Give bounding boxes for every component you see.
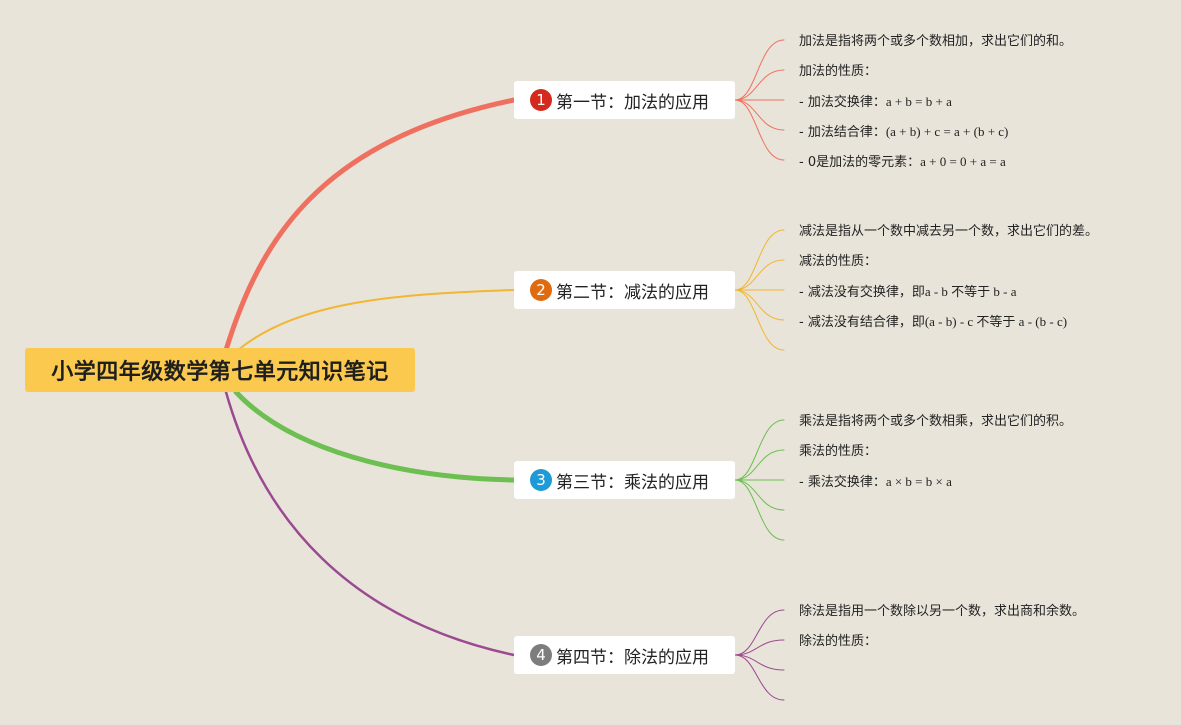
formula-text: a × b = b × a <box>885 474 952 489</box>
formula-text: a + 0 = 0 + a = a <box>920 154 1006 169</box>
section-1-node[interactable]: 1 第一节：加法的应用 <box>514 81 735 119</box>
section-3-note-1[interactable]: 乘法是指将两个或多个数相乘，求出它们的积。 <box>799 414 1073 429</box>
twig-line-4-2 <box>734 639 785 656</box>
formula-text: a - b 不等于 b - a <box>924 284 1017 299</box>
formula-text: (a + b) + c = a + (b + c) <box>885 124 1009 139</box>
twig-line-1-5 <box>734 99 785 161</box>
section-1-note-1[interactable]: 加法是指将两个或多个数相加，求出它们的和。 <box>799 34 1073 49</box>
twig-line-1-4 <box>734 99 785 131</box>
branch-line-1 <box>223 97 517 353</box>
formula-text: (a - b) - c 不等于 a - (b - c) <box>924 314 1068 329</box>
formula-text: a + b = b + a <box>885 94 952 109</box>
twig-line-1-1 <box>734 39 785 101</box>
number-1-badge-icon: 1 <box>530 89 552 111</box>
section-4-node[interactable]: 4 第四节：除法的应用 <box>514 636 735 674</box>
section-3-note-2[interactable]: 乘法的性质： <box>799 444 878 459</box>
section-1-note-5[interactable]: - 0是加法的零元素：a + 0 = 0 + a = a <box>799 154 1006 170</box>
section-4-note-2[interactable]: 除法的性质： <box>799 634 878 649</box>
twig-line-3-5 <box>734 479 785 541</box>
section-1-note-4[interactable]: - 加法结合律：(a + b) + c = a + (b + c) <box>799 124 1009 140</box>
twig-line-2-1 <box>734 229 785 291</box>
section-1-title: 第一节：加法的应用 <box>556 92 709 113</box>
twig-line-2-2 <box>734 259 785 291</box>
central-topic-label: 小学四年级数学第七单元知识笔记 <box>51 360 389 385</box>
section-4-note-1[interactable]: 除法是指用一个数除以另一个数，求出商和余数。 <box>799 604 1086 619</box>
section-3-node[interactable]: 3 第三节：乘法的应用 <box>514 461 735 499</box>
section-4-title: 第四节：除法的应用 <box>556 647 709 668</box>
section-1-note-3[interactable]: - 加法交换律：a + b = b + a <box>799 94 952 110</box>
twig-line-3-1 <box>734 419 785 481</box>
branch-line-2 <box>237 289 515 351</box>
branch-line-3 <box>233 389 517 483</box>
section-2-title: 第二节：减法的应用 <box>556 282 709 303</box>
section-1-note-2[interactable]: 加法的性质： <box>799 64 878 79</box>
section-3-note-3[interactable]: - 乘法交换律：a × b = b × a <box>799 474 952 490</box>
number-4-badge-icon: 4 <box>530 644 552 666</box>
section-2-node[interactable]: 2 第二节：减法的应用 <box>514 271 735 309</box>
twig-line-3-2 <box>734 449 785 481</box>
section-2-note-3[interactable]: - 减法没有交换律，即a - b 不等于 b - a <box>799 284 1017 300</box>
branch-line-4 <box>224 390 516 657</box>
twig-line-4-4 <box>734 654 785 701</box>
section-2-note-4[interactable]: - 减法没有结合律，即(a - b) - c 不等于 a - (b - c) <box>799 314 1068 330</box>
section-2-note-1[interactable]: 减法是指从一个数中减去另一个数，求出它们的差。 <box>799 224 1099 239</box>
twig-line-2-4 <box>734 289 785 321</box>
twig-line-2-5 <box>734 289 785 351</box>
twig-line-3-4 <box>734 479 785 511</box>
section-3-title: 第三节：乘法的应用 <box>556 472 709 493</box>
twig-line-1-2 <box>734 69 785 101</box>
section-2-note-2[interactable]: 减法的性质： <box>799 254 878 269</box>
central-topic[interactable]: 小学四年级数学第七单元知识笔记 <box>25 348 415 392</box>
twig-line-4-1 <box>734 609 785 656</box>
number-3-badge-icon: 3 <box>530 469 552 491</box>
number-2-badge-icon: 2 <box>530 279 552 301</box>
